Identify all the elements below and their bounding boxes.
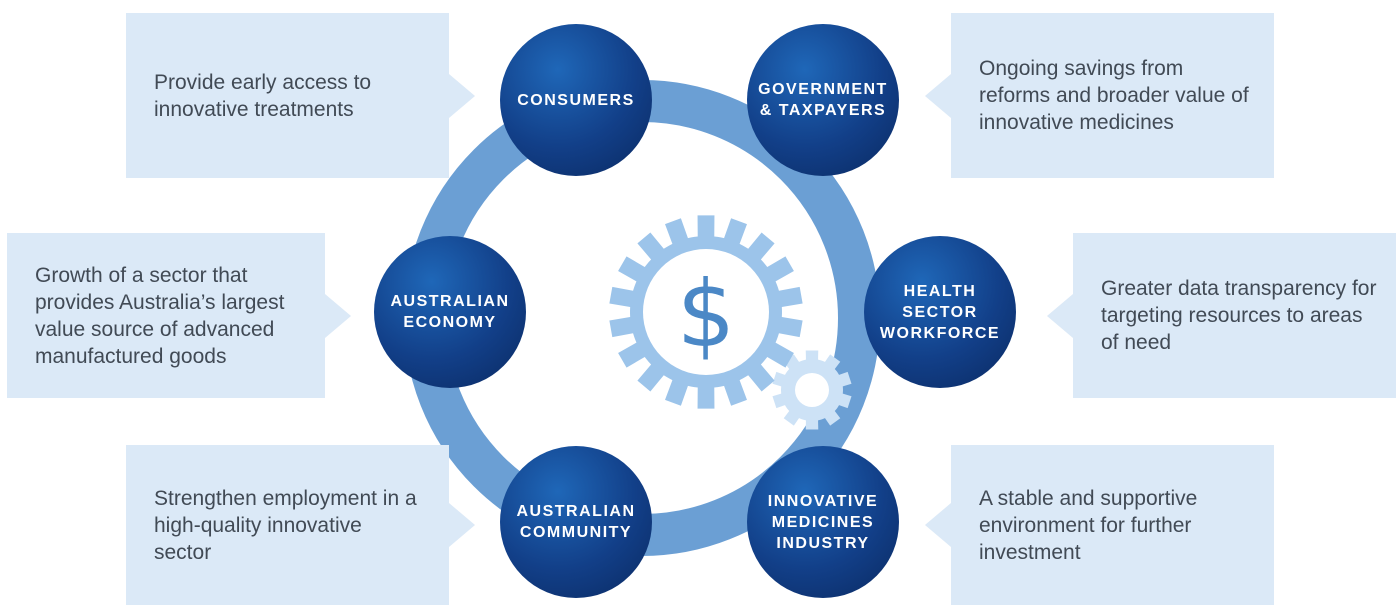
node-health-sector-workforce: HEALTH SECTOR WORKFORCE [864, 236, 1016, 388]
small-gear-hole [795, 373, 829, 407]
large-gear-center [643, 249, 769, 375]
callout-industry-text: A stable and supportive environment for … [979, 486, 1198, 564]
node-consumers-label: CONSUMERS [517, 91, 635, 109]
callout-health-text: Greater data transparency for targeting … [1101, 277, 1377, 354]
callout-consumers-text: Provide early access to innovative treat… [154, 70, 372, 121]
small-gear-icon [772, 350, 852, 430]
callout-industry: A stable and supportive environment for … [951, 445, 1274, 605]
callout-economy: Growth of a sector that provides Austral… [7, 233, 325, 398]
node-health-sector-workforce-label: HEALTH SECTOR WORKFORCE [879, 282, 1001, 342]
node-innovative-medicines-industry: INNOVATIVE MEDICINES INDUSTRY [747, 446, 899, 598]
node-consumers: CONSUMERS [500, 24, 652, 176]
node-australian-community-label: AUSTRALIAN COMMUNITY [516, 503, 636, 541]
node-government-taxpayers-label: GOVERNMENT & TAXPAYERS [758, 81, 888, 119]
node-innovative-medicines-industry-label: INNOVATIVE MEDICINES INDUSTRY [767, 492, 879, 552]
node-australian-economy: AUSTRALIAN ECONOMY [374, 236, 526, 388]
dollar-symbol: $ [677, 261, 736, 368]
callout-government: Ongoing savings from reforms and broader… [951, 13, 1274, 178]
callout-health: Greater data transparency for targeting … [1073, 233, 1396, 398]
callout-government-text: Ongoing savings from reforms and broader… [979, 57, 1249, 134]
node-australian-economy-label: AUSTRALIAN ECONOMY [390, 293, 510, 331]
callout-consumers: Provide early access to innovative treat… [126, 13, 449, 178]
callout-community: Strengthen employment in a high-quality … [126, 445, 449, 605]
gear-dollar-icon [609, 215, 803, 409]
node-government-taxpayers: GOVERNMENT & TAXPAYERS [747, 24, 899, 176]
node-australian-community: AUSTRALIAN COMMUNITY [500, 446, 652, 598]
callout-community-text: Strengthen employment in a high-quality … [154, 486, 417, 564]
callout-economy-text: Growth of a sector that provides Austral… [35, 263, 285, 368]
